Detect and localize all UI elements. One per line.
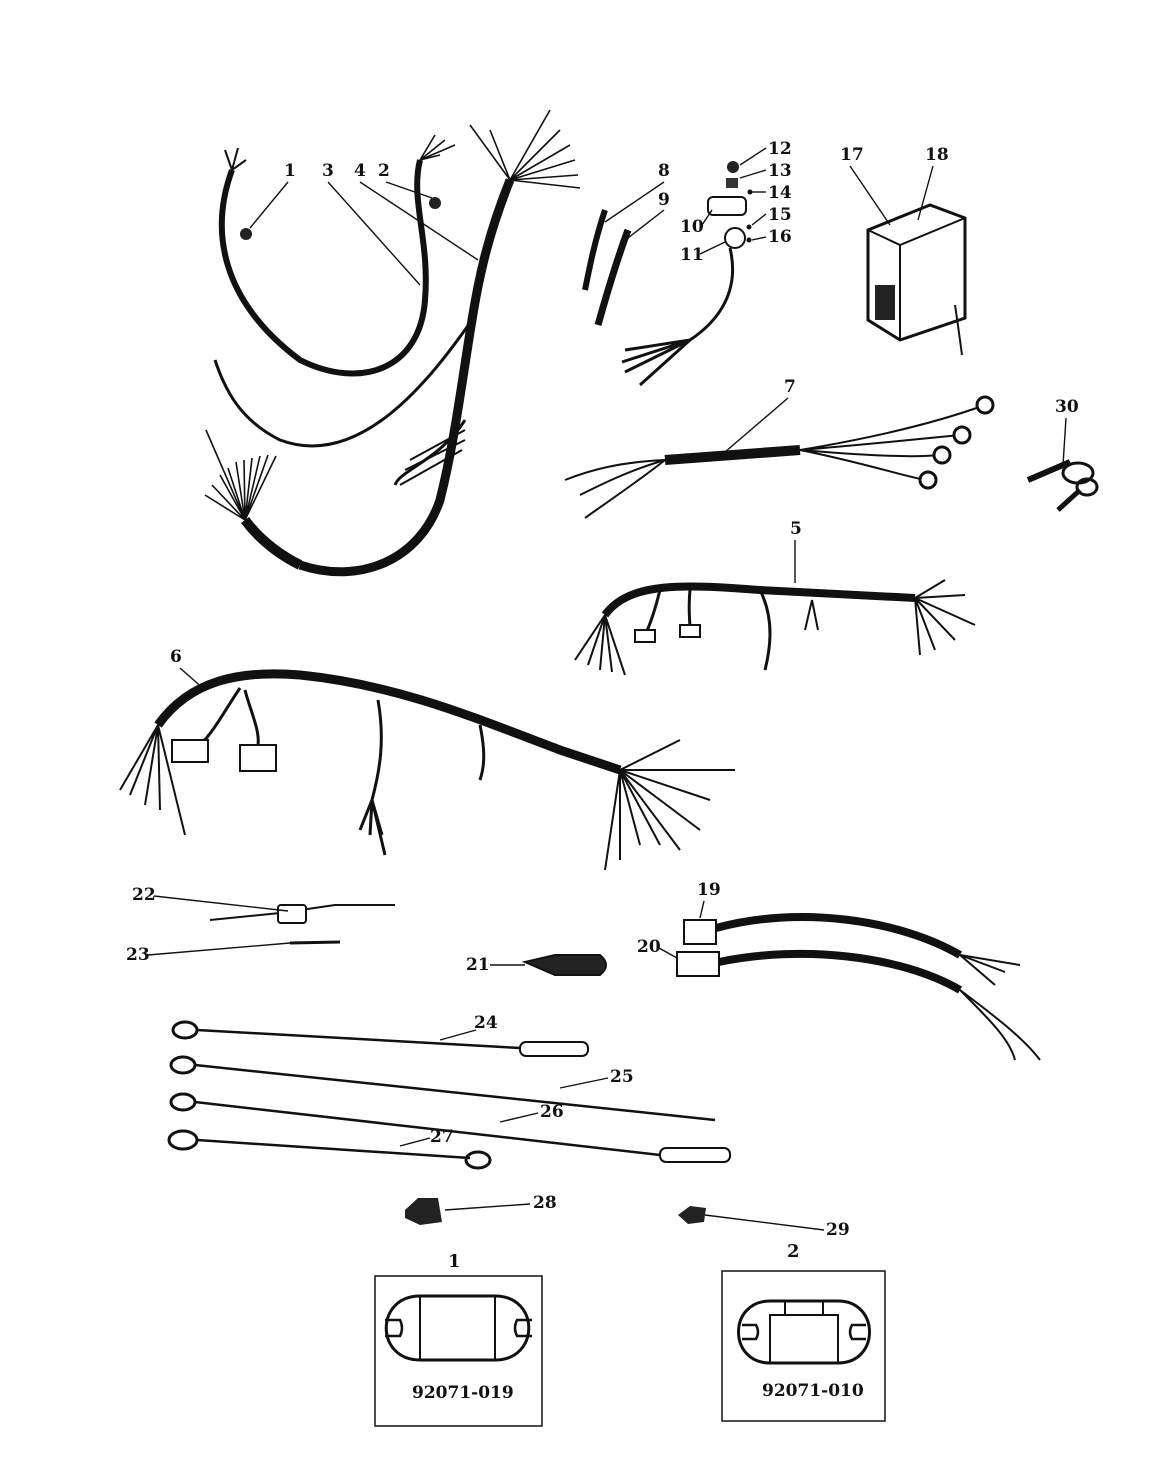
callout-10: 10 bbox=[680, 217, 704, 237]
detail-box-2: 2 92071-010 bbox=[721, 1241, 886, 1422]
harness-7 bbox=[564, 395, 995, 519]
grommet-2-icon bbox=[429, 197, 441, 209]
detail-1-label: 1 bbox=[448, 1251, 461, 1272]
detail-2-part-number: 92071-010 bbox=[762, 1381, 864, 1401]
callout-1: 1 bbox=[284, 161, 296, 181]
caps-28-29 bbox=[405, 1198, 706, 1225]
sleeve-parts bbox=[582, 209, 632, 326]
callout-13: 13 bbox=[768, 161, 792, 181]
callout-16: 16 bbox=[768, 227, 792, 247]
callout-14: 14 bbox=[768, 183, 792, 203]
callout-6: 6 bbox=[170, 647, 182, 667]
callout-18: 18 bbox=[925, 145, 949, 165]
callout-7: 7 bbox=[784, 377, 796, 397]
callout-5: 5 bbox=[790, 519, 802, 539]
callout-9: 9 bbox=[658, 190, 670, 210]
switch-assembly bbox=[621, 161, 753, 387]
callout-24: 24 bbox=[474, 1013, 498, 1033]
callout-19: 19 bbox=[697, 880, 721, 900]
regulator-unit bbox=[866, 203, 967, 356]
callout-4: 4 bbox=[354, 161, 366, 181]
callout-23: 23 bbox=[126, 945, 150, 965]
callout-12: 12 bbox=[768, 139, 792, 159]
callout-28: 28 bbox=[533, 1193, 557, 1213]
rubber-boot-icon bbox=[521, 954, 607, 976]
callout-26: 26 bbox=[540, 1102, 564, 1122]
callout-25: 25 bbox=[610, 1067, 634, 1087]
detail-1-part-number: 92071-019 bbox=[412, 1383, 514, 1403]
callout-21: 21 bbox=[466, 955, 490, 975]
leader-lines bbox=[147, 147, 1067, 1231]
callout-22: 22 bbox=[132, 885, 156, 905]
detail-2-label: 2 bbox=[787, 1241, 800, 1262]
connector-leads-19-20 bbox=[676, 913, 1041, 1061]
left-connector-fan bbox=[204, 429, 277, 521]
callout-8: 8 bbox=[658, 161, 670, 181]
harness-5 bbox=[574, 579, 976, 676]
condenser-parts bbox=[209, 904, 395, 945]
grommet-1-icon bbox=[240, 228, 252, 240]
callout-15: 15 bbox=[768, 205, 792, 225]
callout-30: 30 bbox=[1055, 397, 1079, 417]
callout-20: 20 bbox=[637, 937, 661, 957]
callout-11: 11 bbox=[680, 245, 704, 265]
callout-17: 17 bbox=[840, 145, 864, 165]
callout-labels: 1 2 3 4 5 6 7 8 9 10 11 12 13 14 15 16 1… bbox=[126, 139, 1079, 1240]
callout-2: 2 bbox=[378, 161, 390, 181]
callout-3: 3 bbox=[322, 161, 334, 181]
main-harness-assembly bbox=[204, 109, 581, 577]
harness-6 bbox=[119, 669, 735, 871]
callout-29: 29 bbox=[826, 1220, 850, 1240]
detail-box-1: 1 92071-019 bbox=[374, 1251, 543, 1427]
ignition-key-icon bbox=[1026, 459, 1099, 512]
ground-leads bbox=[167, 1020, 731, 1170]
callout-27: 27 bbox=[430, 1127, 454, 1147]
